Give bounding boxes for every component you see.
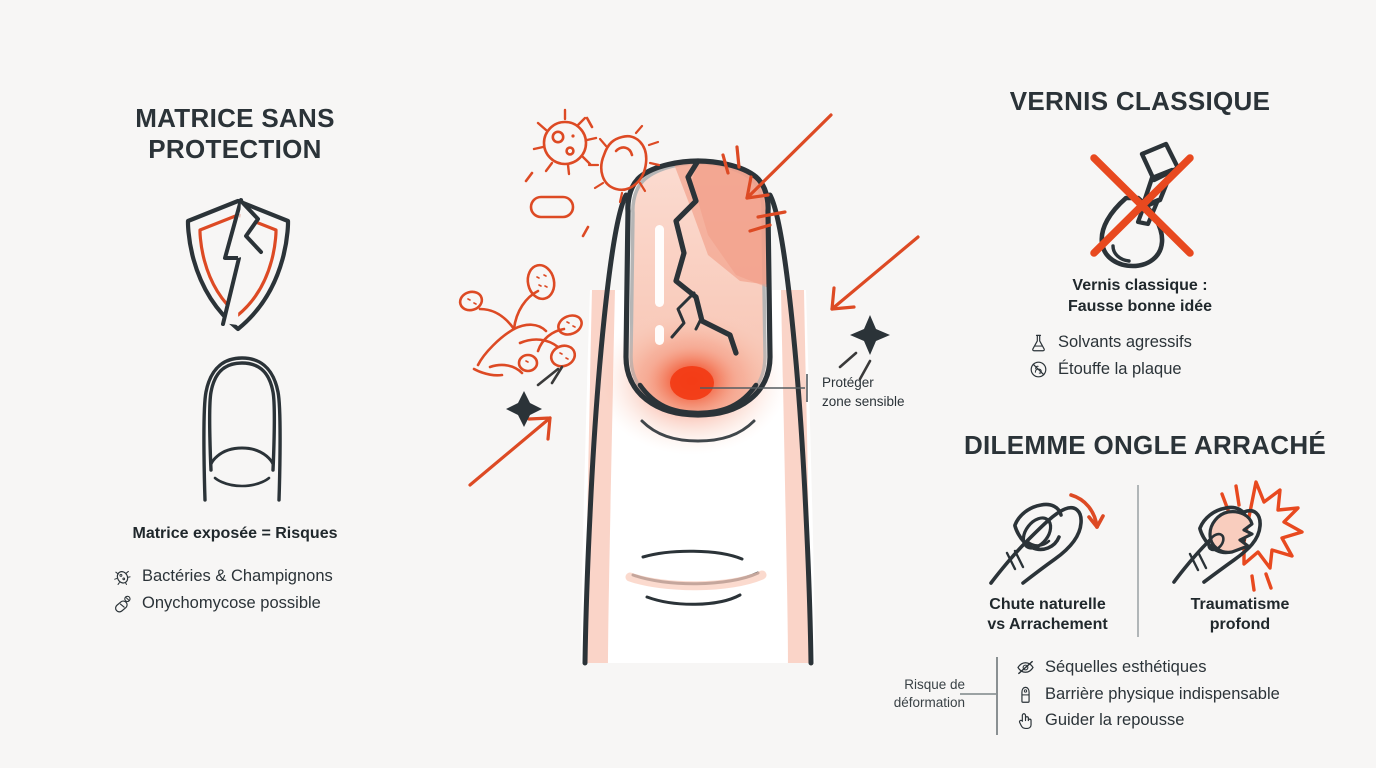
list-item-label: Séquelles esthétiques: [1045, 658, 1207, 676]
capsule-icon: [112, 593, 133, 614]
broken-shield-icon: [178, 195, 298, 335]
caption-line-2: profond: [1209, 616, 1271, 634]
barrier-icon: [1015, 684, 1036, 705]
impact-arrow-top: [721, 113, 833, 233]
no-breathe-icon: [1028, 359, 1049, 380]
risk-note-line-1: Risque de: [904, 677, 965, 692]
impact-arrow-left: [468, 416, 552, 487]
dilemma-bullet-list: Séquelles esthétiques Barrière physique …: [1015, 654, 1280, 734]
callout-protect-zone: Protéger zone sensible: [822, 374, 952, 411]
left-bullet-list: Bactéries & Champignons Onychomycose pos…: [112, 563, 333, 616]
list-item: Guider la repousse: [1015, 707, 1280, 734]
callout-leader-line: [700, 372, 818, 404]
list-item-label: Onychomycose possible: [142, 593, 321, 612]
spark-right: [838, 315, 890, 381]
list-item-label: Bactéries & Champignons: [142, 567, 333, 585]
nail-polish-bottle-crossed-out-icon: [1080, 140, 1205, 270]
dilemma-card-2-caption: Traumatisme profond: [1150, 595, 1330, 636]
dilemma-section-title: DILEMME ONGLE ARRACHÉ: [963, 430, 1327, 460]
spark-left: [506, 365, 564, 427]
bacteria-cluster-icon: [524, 108, 661, 238]
polish-subhead-line-1: Vernis classique :: [1072, 277, 1208, 294]
bacteria-icon: [112, 566, 133, 587]
list-item: Solvants agressifs: [1028, 329, 1192, 356]
callout-line-2: zone sensible: [822, 393, 905, 409]
left-title-line-2: PROTECTION: [148, 133, 322, 164]
no-eye-icon: [1015, 657, 1036, 678]
center-illustration: [440, 85, 940, 685]
risk-note: Risque de déformation: [855, 676, 965, 712]
list-item: Onychomycose possible: [112, 590, 333, 617]
finger-nail-falling-icon: [985, 485, 1105, 590]
caption-line-2: vs Arrachement: [987, 616, 1108, 634]
list-item: Séquelles esthétiques: [1015, 654, 1280, 681]
fungus-branch-icon: [458, 263, 583, 377]
finger-nail-trauma-icon: [1170, 472, 1310, 592]
list-item-label: Guider la repousse: [1045, 711, 1185, 730]
polish-section-title: VERNIS CLASSIQUE: [1009, 86, 1271, 116]
risk-note-line-2: déformation: [893, 695, 965, 711]
left-subhead: Matrice exposée = Risques: [132, 525, 338, 542]
list-item: Barrière physique indispensable: [1015, 681, 1280, 708]
dilemma-card-1-caption: Chute naturelle vs Arrachement: [955, 595, 1140, 636]
list-item-label: Barrière physique indispensable: [1045, 684, 1280, 703]
impact-arrow-right: [830, 235, 920, 311]
caption-line-1: Chute naturelle: [989, 596, 1106, 613]
polish-subhead: Vernis classique : Fausse bonne idée: [985, 276, 1295, 318]
caption-line-1: Traumatisme: [1190, 596, 1290, 613]
polish-bullet-list: Solvants agressifs Étouffe la plaque: [1028, 329, 1192, 382]
polish-subhead-line-2: Fausse bonne idée: [1067, 297, 1213, 315]
dilemma-divider: [1137, 485, 1139, 637]
flask-icon: [1028, 332, 1049, 353]
hand-guide-icon: [1015, 710, 1036, 731]
list-item-label: Solvants agressifs: [1058, 333, 1192, 351]
callout-line-1: Protéger: [822, 375, 874, 390]
list-item: Étouffe la plaque: [1028, 356, 1192, 383]
list-item-label: Étouffe la plaque: [1058, 359, 1182, 378]
left-title-line-1: MATRICE SANS: [135, 103, 335, 133]
left-column-title: MATRICE SANS PROTECTION: [55, 103, 415, 164]
risk-note-connector: [960, 655, 1000, 740]
list-item: Bactéries & Champignons: [112, 563, 333, 590]
bare-nail-icon: [180, 352, 304, 502]
